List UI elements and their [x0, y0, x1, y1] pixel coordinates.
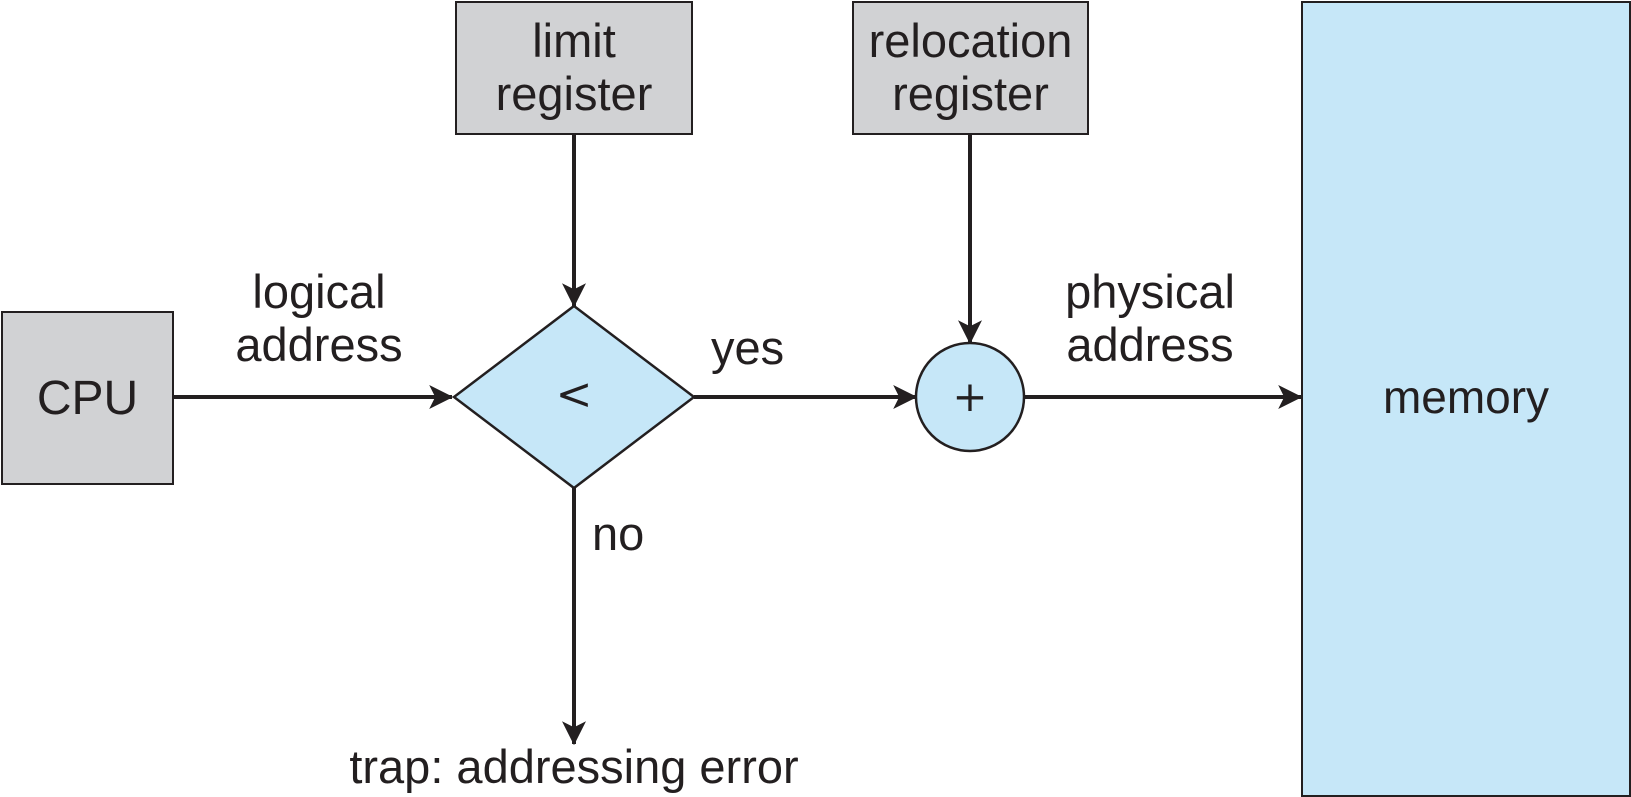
adder-circle — [914, 341, 1026, 453]
cpu-label: CPU — [36, 371, 139, 425]
physical-address-label: physical address — [1044, 265, 1256, 371]
limit-register-label-line-2: register — [495, 67, 653, 120]
relocation-register-box: relocation register — [852, 1, 1089, 135]
yes-label: yes — [711, 321, 785, 374]
logical-address-line-1: logical — [252, 265, 386, 318]
physical-address-line-2: address — [1066, 317, 1234, 371]
no-label: no — [592, 507, 645, 560]
add-symbol: + — [952, 372, 988, 421]
trap-label: trap: addressing error — [349, 740, 799, 793]
memory-box: memory — [1301, 1, 1631, 797]
memory-label: memory — [1382, 371, 1550, 423]
logical-address-label: logical address — [213, 265, 425, 371]
limit-register-label-line-1: limit — [532, 14, 616, 68]
cpu-box: CPU — [1, 311, 174, 485]
physical-address-line-1: physical — [1065, 265, 1235, 318]
relocation-register-label-line-2: register — [892, 67, 1049, 120]
logical-address-line-2: address — [235, 317, 403, 371]
compare-symbol: < — [555, 369, 593, 420]
limit-register-box: limit register — [455, 1, 693, 135]
relocation-register-label-line-1: relocation — [868, 14, 1073, 68]
compare-diamond — [451, 304, 697, 490]
